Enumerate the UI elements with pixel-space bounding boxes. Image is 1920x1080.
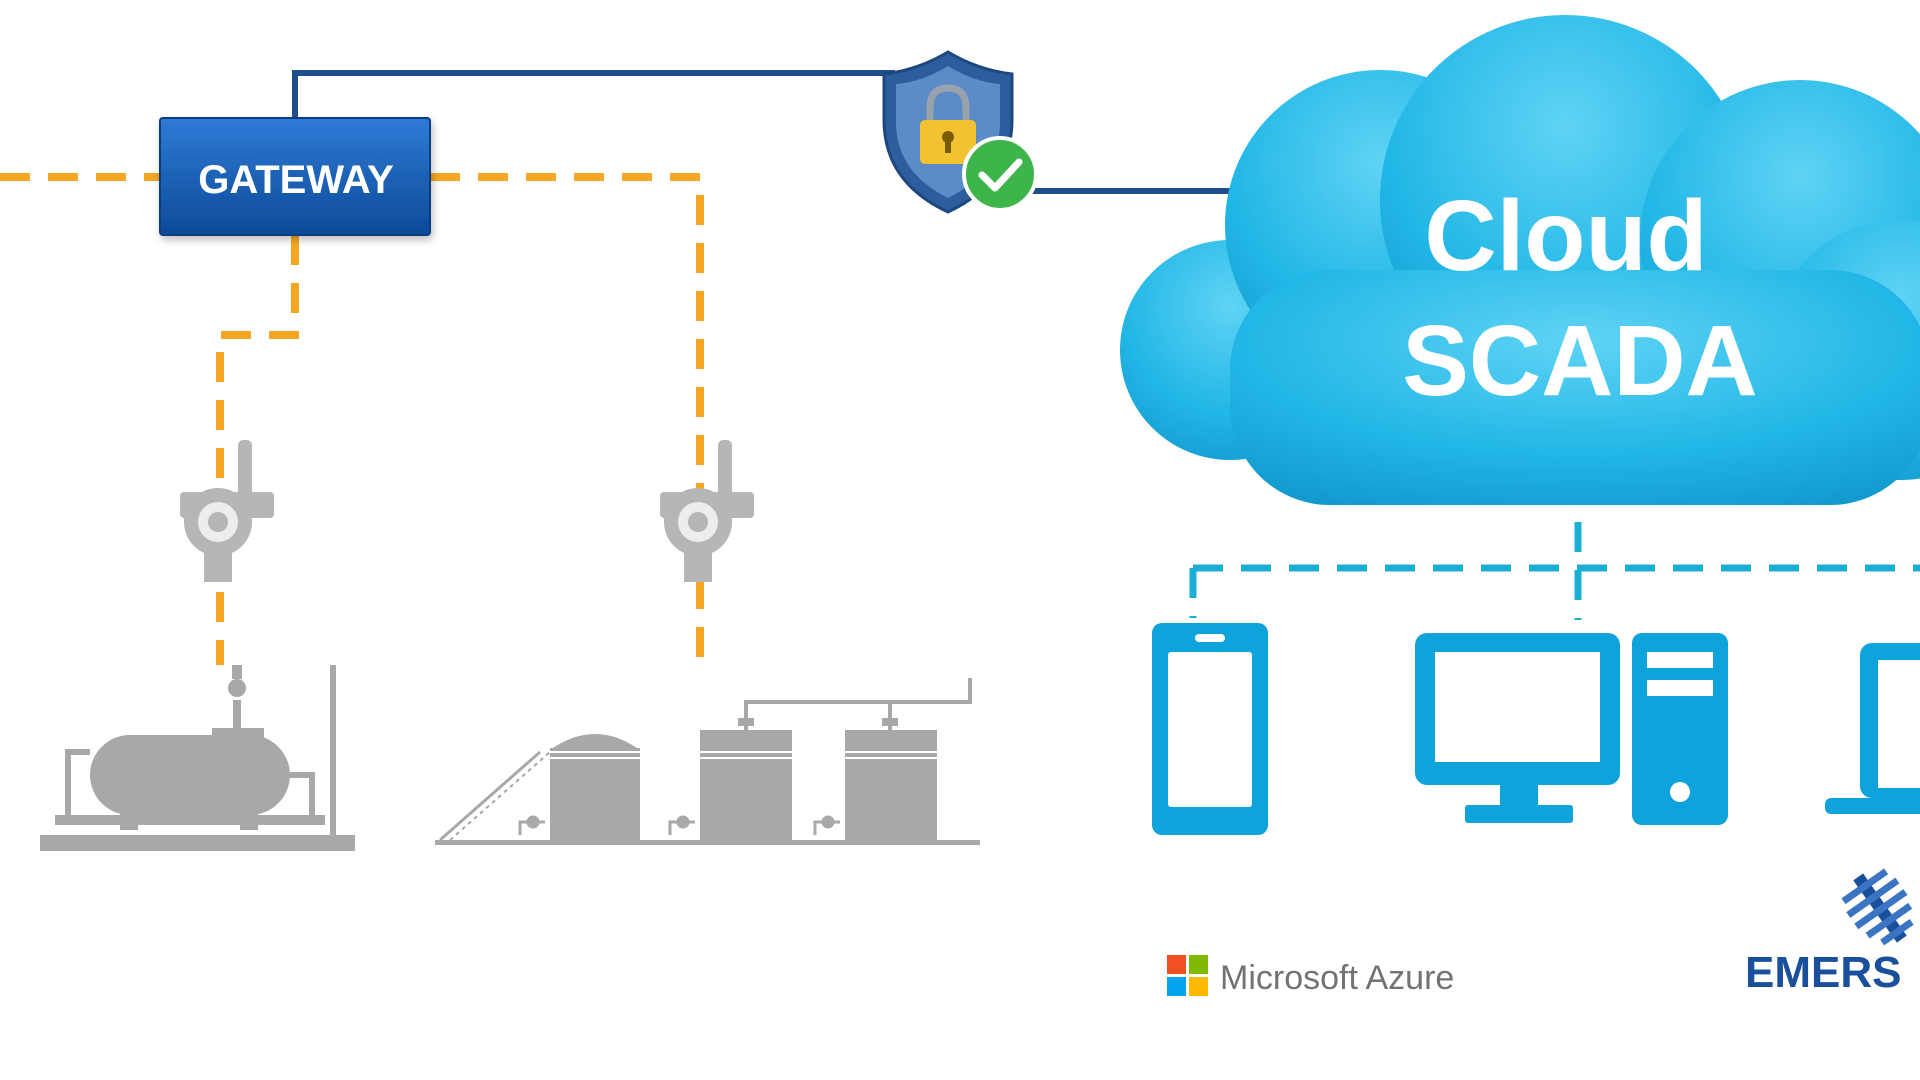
cloud-links [1189,522,1920,620]
cloud-shape: Cloud SCADA [1120,15,1920,505]
desktop-monitor-icon [1415,633,1620,823]
emerson-logo: EMERS [1745,868,1914,997]
secure-link [292,70,1270,194]
microsoft-azure-text: Microsoft Azure [1220,959,1454,997]
pc-tower-icon [1632,633,1728,825]
cloud-title-line2: SCADA [1402,305,1758,417]
ms-logo-square-blue [1167,977,1186,996]
ms-logo-square-red [1167,955,1186,974]
transmitter-icon [660,440,754,582]
check-icon [962,136,1038,212]
horizontal-tank-icon [40,665,355,851]
cloud-title-line1: Cloud [1424,180,1707,292]
gateway-to-shield-line [292,70,895,118]
tank-battery-icon [435,678,980,845]
microsoft-azure-logo: Microsoft Azure [1167,955,1454,997]
ms-logo-square-green [1189,955,1208,974]
field-links [0,173,704,665]
transmitter-icon [180,440,274,582]
field-link-down [216,235,299,665]
emerson-emblem-icon [1841,868,1914,946]
emerson-text: EMERS [1745,948,1901,997]
gateway-box: GATEWAY [159,117,431,236]
smartphone-icon [1152,623,1268,835]
laptop-icon [1825,643,1920,814]
ms-logo-square-yellow [1189,977,1208,996]
gateway-label: GATEWAY [198,158,394,202]
shield-lock-icon [882,50,1014,214]
field-link-right [430,173,704,665]
